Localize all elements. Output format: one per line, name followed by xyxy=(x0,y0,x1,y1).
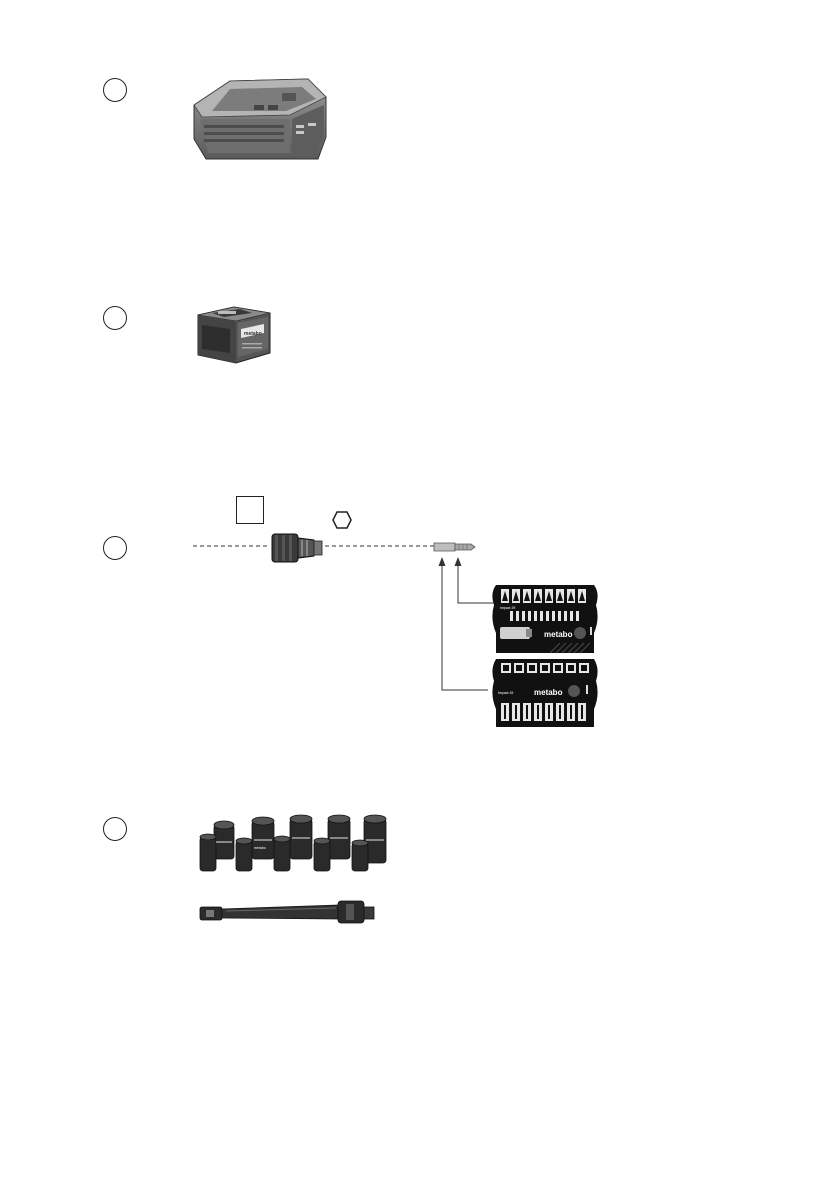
callout-circle-4 xyxy=(103,817,127,841)
bit-box-top-brand: metabo xyxy=(544,630,573,639)
bit-box-top: Impact 29 metabo xyxy=(490,583,600,655)
screwdriver-bit-image xyxy=(433,540,477,554)
bit-box-bottom-label: Impact 45 xyxy=(498,691,513,695)
bit-box-bottom: Impact 45 metabo xyxy=(490,657,600,729)
bit-box-top-label: Impact 29 xyxy=(500,606,515,610)
socket-set-image: metabo xyxy=(194,815,384,877)
extension-bar-image xyxy=(196,898,382,928)
bit-box-bottom-brand: metabo xyxy=(534,688,563,697)
bit-holder-image xyxy=(270,530,326,566)
socket-brand-text: metabo xyxy=(254,846,266,850)
